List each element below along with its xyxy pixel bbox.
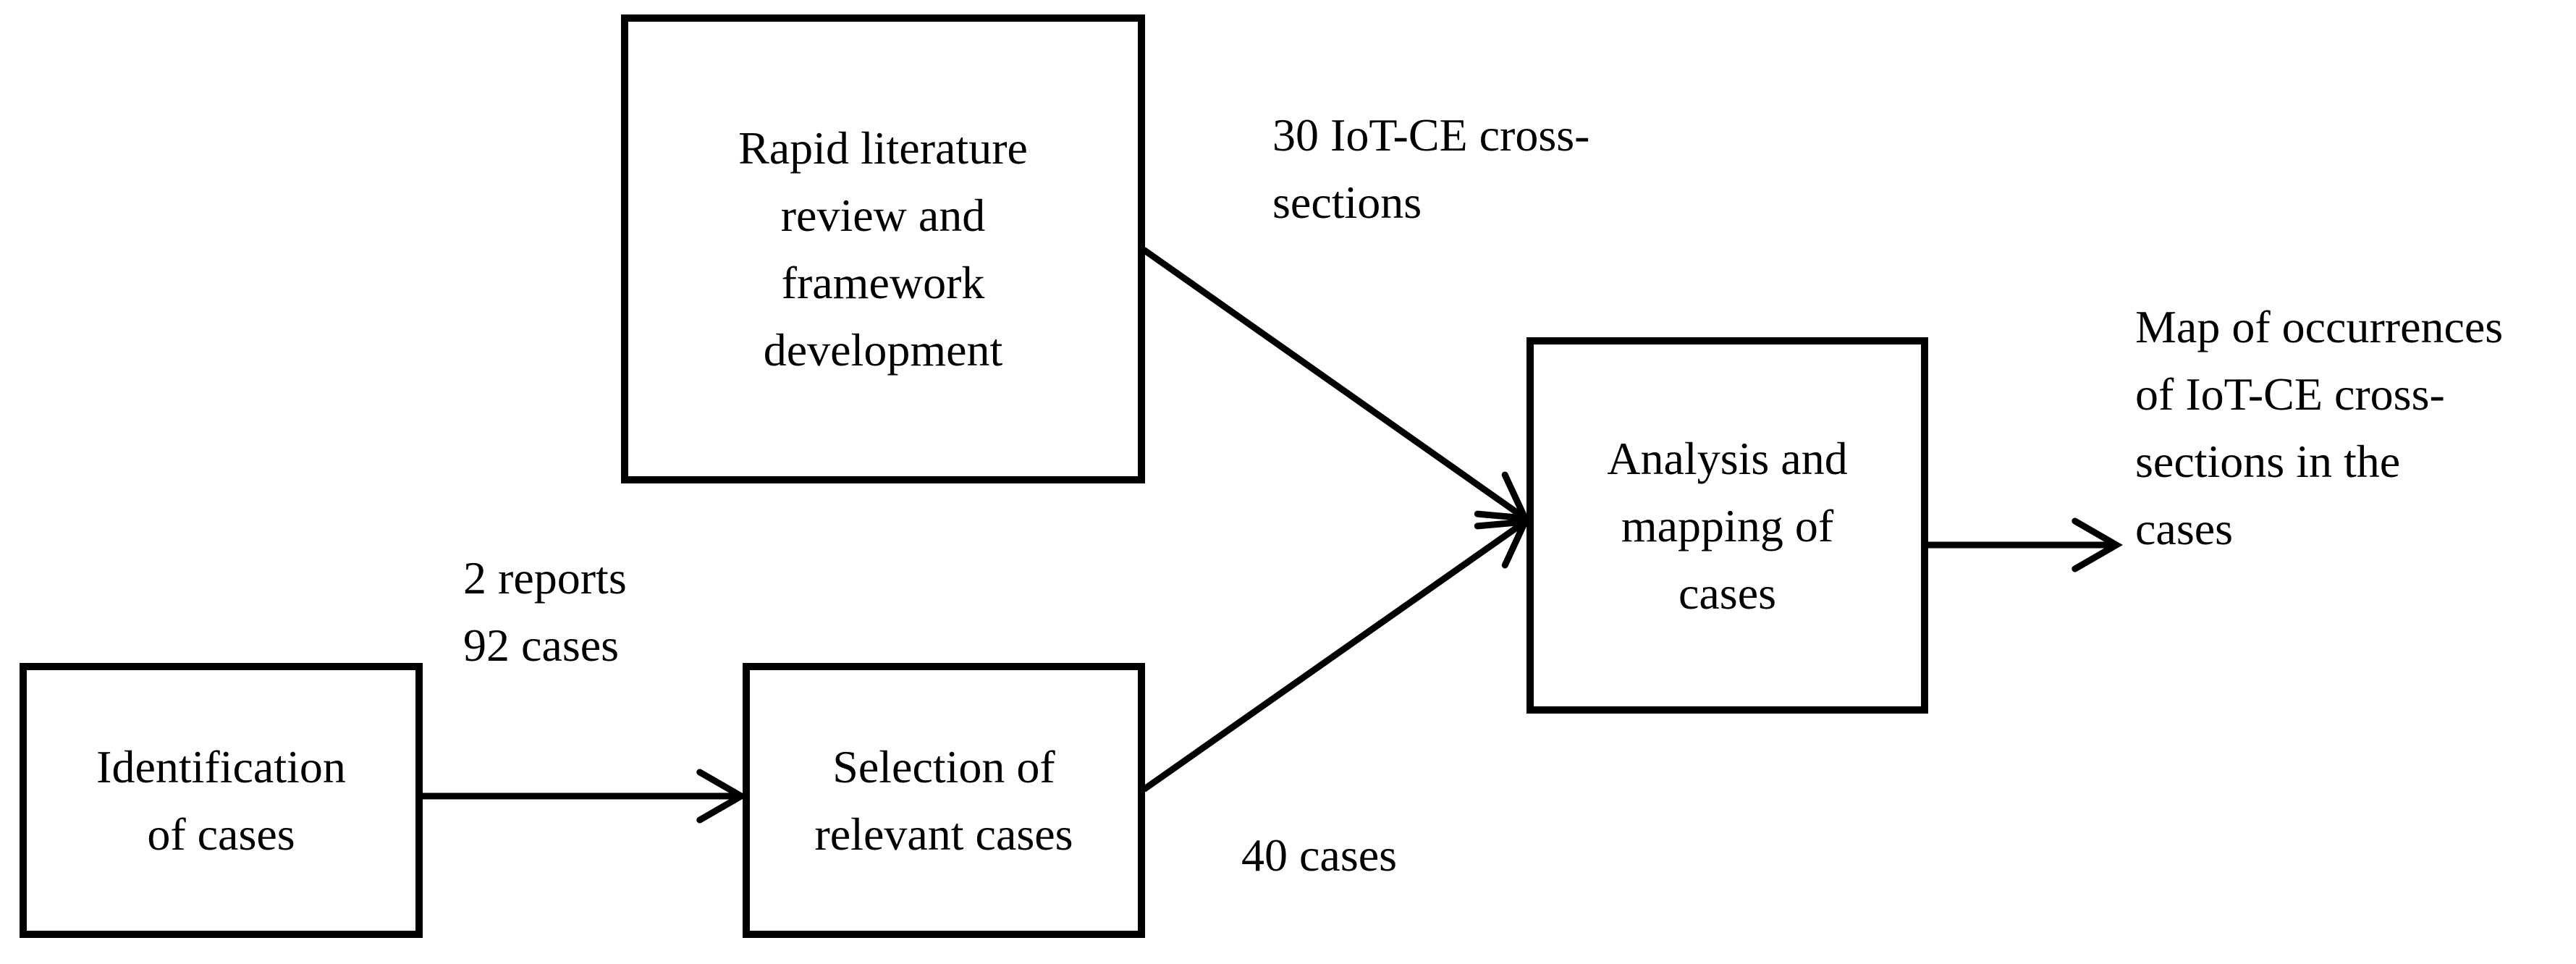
box-text-line: Analysis and — [1607, 432, 1848, 484]
box-text-line: Selection of — [832, 741, 1055, 792]
arrow-identification-to-selection-head — [696, 769, 748, 824]
box-text-line: Rapid literature — [738, 122, 1028, 174]
arrow-selection-to-analysis-line — [1141, 519, 1527, 792]
annotation-line: 92 cases — [463, 620, 620, 671]
box-text-line: relevant cases — [814, 808, 1073, 860]
box-text-line: framework — [781, 257, 985, 308]
arrow-rapid-to-analysis-line — [1141, 247, 1527, 521]
annotation-line: Map of occurrences — [2135, 301, 2504, 352]
cross-sections-annotation: 30 IoT-CE cross- sections — [1272, 101, 1589, 236]
box-text-line: development — [763, 324, 1003, 376]
analysis-and-mapping-box: Analysis and mapping of cases — [1526, 337, 1928, 714]
annotation-line: sections in the — [2135, 436, 2401, 487]
rapid-literature-review-box: Rapid literature review and framework de… — [621, 14, 1145, 483]
identification-of-cases-box: Identification of cases — [20, 663, 423, 938]
arrow-analysis-to-output-head — [2072, 517, 2124, 572]
box-text-line: of cases — [147, 808, 295, 860]
arrow-rapid-to-analysis-head — [1474, 471, 1531, 523]
annotation-line: 30 IoT-CE cross- — [1272, 109, 1590, 161]
forty-cases-annotation: 40 cases — [1241, 821, 1397, 889]
annotation-line: sections — [1272, 177, 1422, 228]
reports-cases-annotation: 2 reports 92 cases — [463, 544, 627, 679]
annotation-line: 2 reports — [463, 552, 627, 604]
arrow-selection-to-analysis-head — [1474, 517, 1531, 569]
annotation-line: cases — [2135, 503, 2234, 554]
box-text-line: mapping of — [1621, 499, 1834, 551]
annotation-line: 40 cases — [1241, 829, 1398, 881]
box-text-line: review and — [780, 190, 986, 241]
annotation-line: of IoT-CE cross- — [2135, 368, 2445, 420]
map-of-occurrences-annotation: Map of occurrences of IoT-CE cross- sect… — [2135, 293, 2503, 562]
selection-of-relevant-cases-box: Selection of relevant cases — [743, 663, 1145, 938]
box-text-line: cases — [1678, 567, 1777, 619]
box-text-line: Identification — [96, 741, 346, 792]
